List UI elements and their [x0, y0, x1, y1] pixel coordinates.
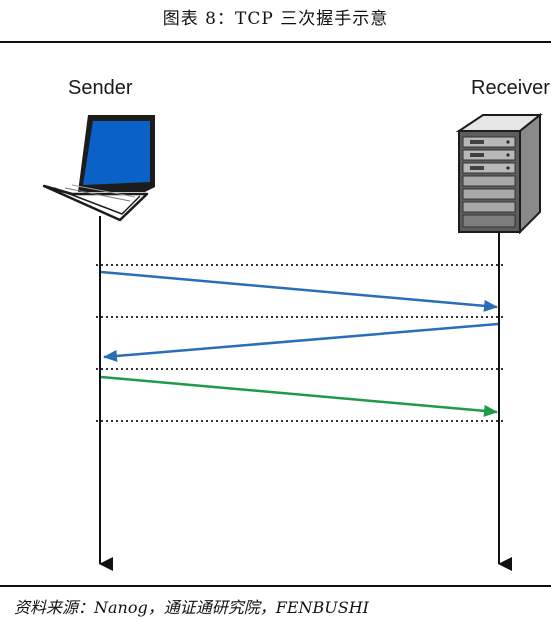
server-icon	[455, 112, 543, 235]
source-note: 资料来源：Nanog，通证通研究院，FENBUSHI	[14, 598, 369, 617]
bottom-rule	[0, 585, 551, 587]
handshake-diagram: Sender Receiver	[42, 77, 550, 571]
syn-ack-arrow	[103, 322, 499, 362]
ack-arrow	[100, 375, 498, 417]
syn-arrow	[100, 270, 498, 312]
laptop-icon	[42, 115, 155, 222]
figure-title: 图表 8：TCP 三次握手示意	[162, 9, 389, 29]
sender-label: Sender	[68, 77, 133, 99]
top-rule	[0, 41, 551, 43]
receiver-label: Receiver	[471, 77, 550, 99]
